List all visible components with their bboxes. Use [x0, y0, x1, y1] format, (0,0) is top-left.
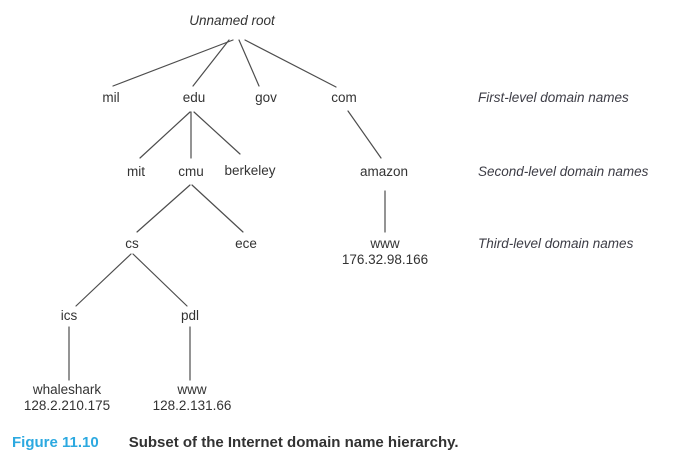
tree-edges: [68, 39, 386, 381]
level-label-third: Third-level domain names: [478, 236, 634, 251]
tree-node-label: whaleshark: [32, 382, 102, 397]
tree-node-www-pdl: www 128.2.131.66: [153, 382, 232, 414]
edge-edu-berkeley: [193, 111, 241, 155]
tree-node-mil: mil: [102, 90, 120, 105]
tree-root-label: Unnamed root: [189, 13, 275, 28]
tree-node-www-amazon: www 176.32.98.166: [342, 236, 428, 268]
edge-root-mil: [112, 39, 234, 87]
tree-node-amazon: amazon: [359, 164, 409, 179]
tree-node-gov: gov: [255, 90, 277, 105]
tree-node-label: www: [370, 236, 400, 251]
edge-com-amazon: [347, 110, 382, 159]
level-label-first: First-level domain names: [478, 90, 629, 105]
edge-cs-ics: [75, 253, 132, 307]
figure-title: Subset of the Internet domain name hiera…: [128, 434, 459, 451]
tree-node-mit: mit: [127, 164, 145, 179]
tree-node-ip: 176.32.98.166: [341, 252, 429, 267]
tree-node-berkeley: berkeley: [224, 163, 276, 178]
tree-node-com: com: [331, 90, 357, 105]
tree-node-ics: ics: [60, 308, 78, 323]
tree-node-ip: 128.2.131.66: [152, 398, 232, 413]
edge-cmu-ece: [191, 184, 244, 233]
tree-node-edu: edu: [182, 90, 206, 105]
level-label-second: Second-level domain names: [478, 164, 649, 179]
edge-edu-mit: [139, 111, 191, 159]
tree-node-pdl: pdl: [180, 308, 200, 323]
tree-node-whaleshark: whaleshark 128.2.210.175: [24, 382, 110, 414]
tree-node-cmu: cmu: [178, 164, 204, 179]
tree-node-ece: ece: [235, 236, 257, 251]
tree-node-ip: 128.2.210.175: [23, 398, 111, 413]
edge-cs-pdl: [132, 253, 188, 307]
edge-root-gov: [238, 39, 260, 87]
figure-caption: Figure 11.10 Subset of the Internet doma…: [12, 434, 459, 451]
edge-root-com: [244, 39, 337, 88]
tree-node-cs: cs: [125, 236, 139, 251]
tree-node-label: www: [177, 382, 207, 397]
figure-number: Figure 11.10: [12, 434, 99, 451]
edge-root-edu: [192, 39, 230, 87]
edge-cmu-cs: [136, 184, 191, 233]
